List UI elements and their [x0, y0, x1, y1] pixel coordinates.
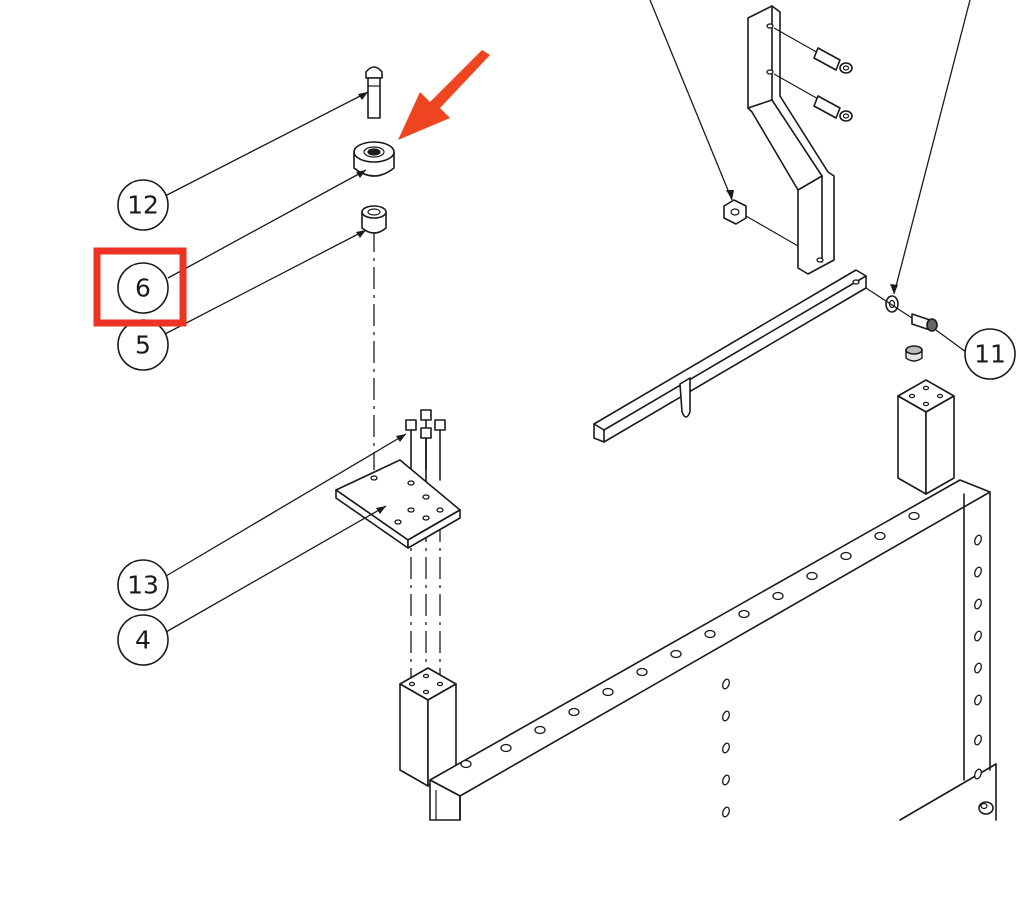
- leader-11: [935, 329, 967, 353]
- leader-12: [164, 91, 369, 197]
- part-12-pin: [365, 66, 383, 119]
- callout-6: 6: [117, 262, 169, 314]
- bracket-nut: [723, 199, 799, 247]
- post-cap: [905, 345, 923, 362]
- leader-6: [167, 169, 367, 279]
- leader-top-right-arrowhead: [890, 284, 898, 294]
- leader-12-arrowhead: [358, 92, 368, 100]
- leader-5: [164, 229, 367, 335]
- callout-5: 5: [117, 319, 169, 371]
- side-holes: [722, 534, 982, 818]
- leader-top-left-arrowhead: [726, 190, 734, 200]
- callout-11-label: 11: [974, 340, 1006, 369]
- leader-top-right: [893, 0, 971, 295]
- red-pointer-arrow: [398, 50, 490, 140]
- callout-12: 12: [117, 179, 169, 231]
- leader-top-left: [649, 0, 733, 201]
- callout-12-label: 12: [127, 191, 159, 220]
- part-6-bearing: [353, 141, 395, 177]
- callout-4-label: 4: [135, 626, 151, 655]
- leader-6-arrowhead: [356, 170, 366, 178]
- bent-bracket: [747, 5, 835, 275]
- callout-6-label: 6: [135, 274, 151, 303]
- leader-13: [165, 433, 407, 577]
- rail-holes: [460, 511, 920, 769]
- leader-13-arrowhead: [396, 434, 406, 442]
- callout-5-label: 5: [135, 331, 151, 360]
- callout-4: 4: [117, 614, 169, 666]
- leader-5-arrowhead: [356, 230, 366, 238]
- left-post: [399, 667, 457, 787]
- leader-4-arrowhead: [376, 506, 386, 514]
- highlight-box: [93, 247, 187, 327]
- callout-13-label: 13: [127, 571, 159, 600]
- part-5-bushing: [361, 205, 387, 234]
- part-11-pin: [865, 287, 938, 332]
- bracket-bolts: [773, 27, 853, 122]
- frame-knob: [978, 801, 994, 815]
- callout-11: 11: [964, 328, 1016, 380]
- leader-4: [165, 505, 387, 633]
- part-4-plate: [335, 459, 461, 549]
- right-post: [897, 379, 955, 495]
- long-arm: [593, 269, 867, 443]
- main-frame: [429, 479, 997, 821]
- callout-13: 13: [117, 559, 169, 611]
